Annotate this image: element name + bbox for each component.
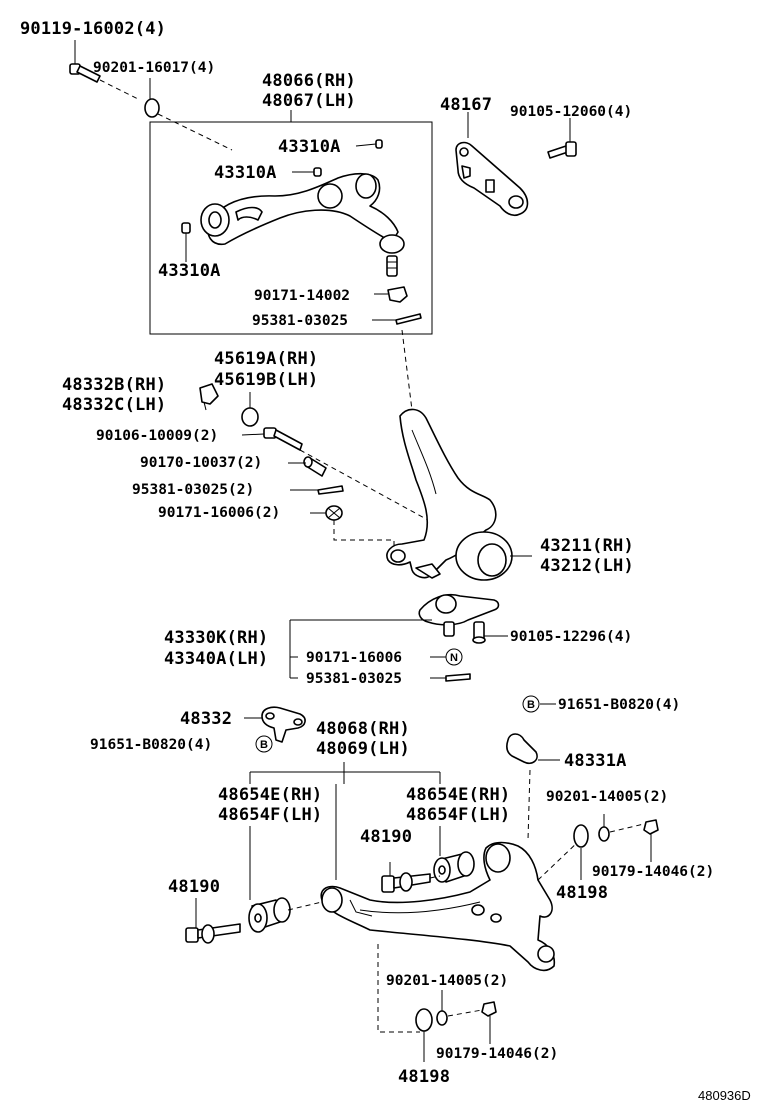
plate-48332 [261, 706, 306, 743]
label-bushing-e-left: 48654E(RH) [218, 785, 322, 805]
label-bushing-43310a-right: 43310A [278, 137, 341, 157]
label-bracket: 48167 [440, 95, 492, 115]
label-cam-bolt-left: 48190 [168, 877, 220, 897]
label-nut-upper: 90171-14002 [254, 288, 350, 304]
label-stopper-rh: 45619A(RH) [214, 349, 318, 369]
label-cap-rh: 48332B(RH) [62, 375, 166, 395]
upper-arm-48066 [200, 172, 405, 277]
label-plate: 48332 [180, 709, 232, 729]
label-washer-top: 90201-16017(4) [93, 60, 215, 76]
diagram-id: 480936D [698, 1088, 751, 1103]
pin-95381-03025 [395, 313, 422, 325]
washer-90201-16017 [144, 98, 160, 118]
marker-b-left [255, 735, 273, 753]
label-cap-lh: 48332C(LH) [62, 395, 166, 415]
bolt-90119-16002 [69, 63, 101, 83]
label-nut-right: 90179-14046(2) [592, 864, 714, 880]
bolt-90105-12060 [547, 141, 577, 159]
stopper-45619a [241, 407, 259, 427]
label-pin-upper: 95381-03025 [252, 313, 348, 329]
label-collar: 90170-10037(2) [140, 455, 262, 471]
bushing-48654e-left [248, 897, 291, 933]
label-washer-bottom: 90201-14005(2) [386, 973, 508, 989]
label-retainer: 48331A [564, 751, 627, 771]
cam-plate-48198-bottom [415, 1008, 433, 1032]
bracket-48167 [455, 141, 529, 217]
label-bolt-plate-right: 91651-B0820(4) [558, 697, 680, 713]
label-bushing-f-right: 48654F(LH) [406, 805, 510, 825]
bushing-43310a-right [375, 139, 383, 149]
label-ball-joint-rh: 43330K(RH) [164, 628, 268, 648]
marker-n [445, 648, 463, 666]
nut-90179-14046-right [643, 819, 659, 835]
label-nut-bottom: 90179-14046(2) [436, 1046, 558, 1062]
label-nut-knuckle: 90171-16006(2) [158, 505, 280, 521]
cap-48332b [199, 383, 219, 405]
label-bushing-f-left: 48654F(LH) [218, 805, 322, 825]
label-nut-ball-joint: 90171-16006 [306, 650, 402, 666]
label-bushing-e-right: 48654E(RH) [406, 785, 510, 805]
label-bolt-plate-left: 91651-B0820(4) [90, 737, 212, 753]
label-stopper-lh: 45619B(LH) [214, 370, 318, 390]
nut-90171-14002 [387, 286, 408, 303]
bolt-90105-12296 [472, 621, 486, 644]
pin-95381-ball-joint [445, 673, 471, 682]
nut-90179-14046-bottom [481, 1001, 497, 1017]
bushing-48654e-right [433, 851, 475, 883]
label-upper-arm-rh: 48066(RH) [262, 71, 356, 91]
label-cam-plate-right: 48198 [556, 883, 608, 903]
marker-b-right-text: B [527, 699, 535, 711]
label-knuckle-lh: 43212(LH) [540, 556, 634, 576]
steering-knuckle-43211 [386, 408, 513, 581]
marker-n-text: N [450, 652, 458, 664]
label-pin-ball-joint: 95381-03025 [306, 671, 402, 687]
label-lower-arm-rh: 48068(RH) [316, 719, 410, 739]
label-bushing-43310a-mid: 43310A [214, 163, 277, 183]
label-bolt-knuckle: 90106-10009(2) [96, 428, 218, 444]
label-upper-arm-lh: 48067(LH) [262, 91, 356, 111]
label-ball-joint-lh: 43340A(LH) [164, 649, 268, 669]
pin-95381-knuckle [317, 485, 344, 495]
lower-arm-48068 [320, 841, 556, 972]
label-knuckle-rh: 43211(RH) [540, 536, 634, 556]
label-lower-arm-lh: 48069(LH) [316, 739, 410, 759]
marker-b-right [522, 695, 540, 713]
label-bolt-bracket: 90105-12060(4) [510, 104, 632, 120]
washer-90201-14005-right [598, 826, 610, 842]
label-pin-knuckle: 95381-03025(2) [132, 482, 254, 498]
washer-90201-14005-bottom [436, 1010, 448, 1026]
label-cam-plate-bottom: 48198 [398, 1067, 450, 1087]
bushing-43310a-mid [313, 167, 322, 177]
label-bushing-43310a-left: 43310A [158, 261, 221, 281]
cam-bolt-48190-left [185, 923, 241, 944]
cam-plate-48198-right [573, 824, 589, 848]
marker-b-left-text: B [260, 739, 268, 751]
label-bolt-ball-joint: 90105-12296(4) [510, 629, 632, 645]
cam-bolt-48190-mid [381, 872, 431, 893]
label-cam-bolt-mid: 48190 [360, 827, 412, 847]
bushing-43310a-left [181, 222, 191, 234]
ball-joint-43330k [418, 594, 500, 637]
bolt-90106-10009 [263, 427, 303, 451]
label-bolt-top: 90119-16002(4) [20, 19, 166, 39]
label-washer-right: 90201-14005(2) [546, 789, 668, 805]
retainer-48331a [506, 733, 538, 765]
